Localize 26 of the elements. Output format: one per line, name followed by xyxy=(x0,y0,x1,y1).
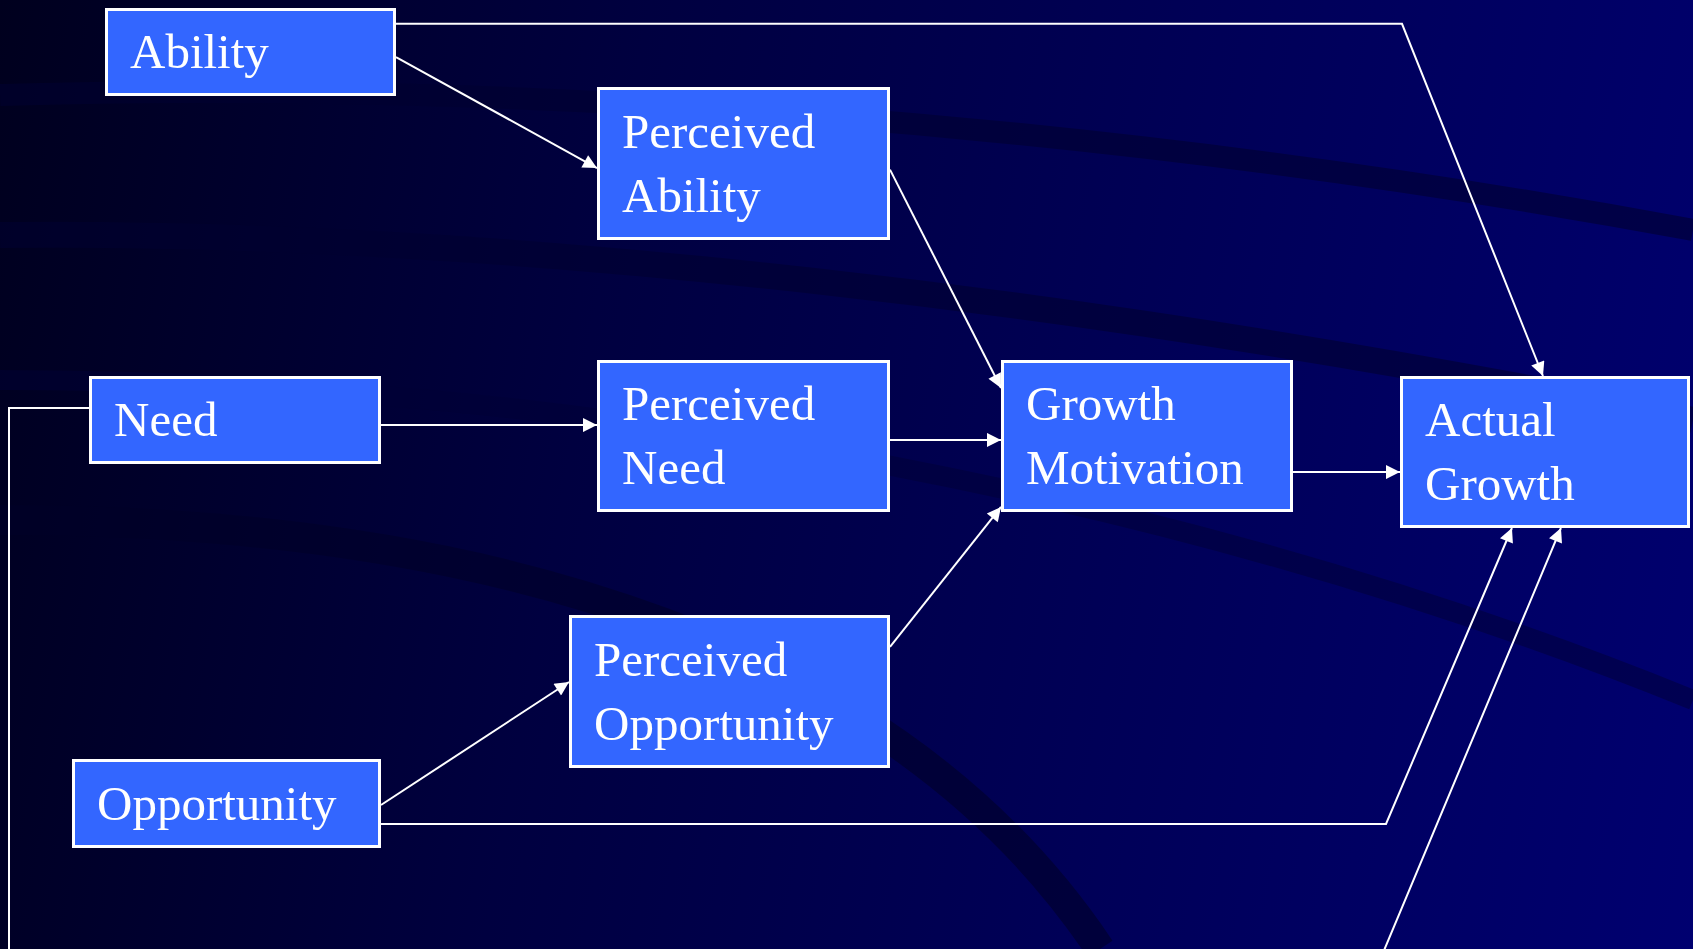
concept-box xyxy=(105,8,396,96)
concept-box xyxy=(597,360,890,512)
arrow xyxy=(1292,465,1401,480)
box-label: Perceived Need xyxy=(622,375,817,497)
box-label: Need xyxy=(114,391,219,449)
box-label: Ability xyxy=(130,23,270,81)
box-label: Opportunity xyxy=(97,774,338,833)
concept-box xyxy=(597,87,890,240)
box-label: Growth Motivation xyxy=(1026,375,1245,497)
arrow xyxy=(889,432,1002,447)
concept-box xyxy=(89,376,381,464)
arrow xyxy=(380,418,598,433)
concept-box xyxy=(1400,376,1690,528)
arrow xyxy=(395,22,1545,377)
arrow xyxy=(380,681,570,806)
arrow xyxy=(395,56,598,170)
box-label: Perceived Opportunity xyxy=(594,630,835,753)
concept-box xyxy=(1001,360,1293,512)
box-label: Perceived Ability xyxy=(622,102,817,225)
arrow xyxy=(380,527,1513,825)
concept-box xyxy=(569,615,890,768)
box-label: Actual Growth xyxy=(1425,391,1576,513)
concept-box xyxy=(72,759,381,848)
arrow xyxy=(889,506,1002,648)
arrow xyxy=(8,407,1562,949)
arrow xyxy=(889,168,1002,389)
